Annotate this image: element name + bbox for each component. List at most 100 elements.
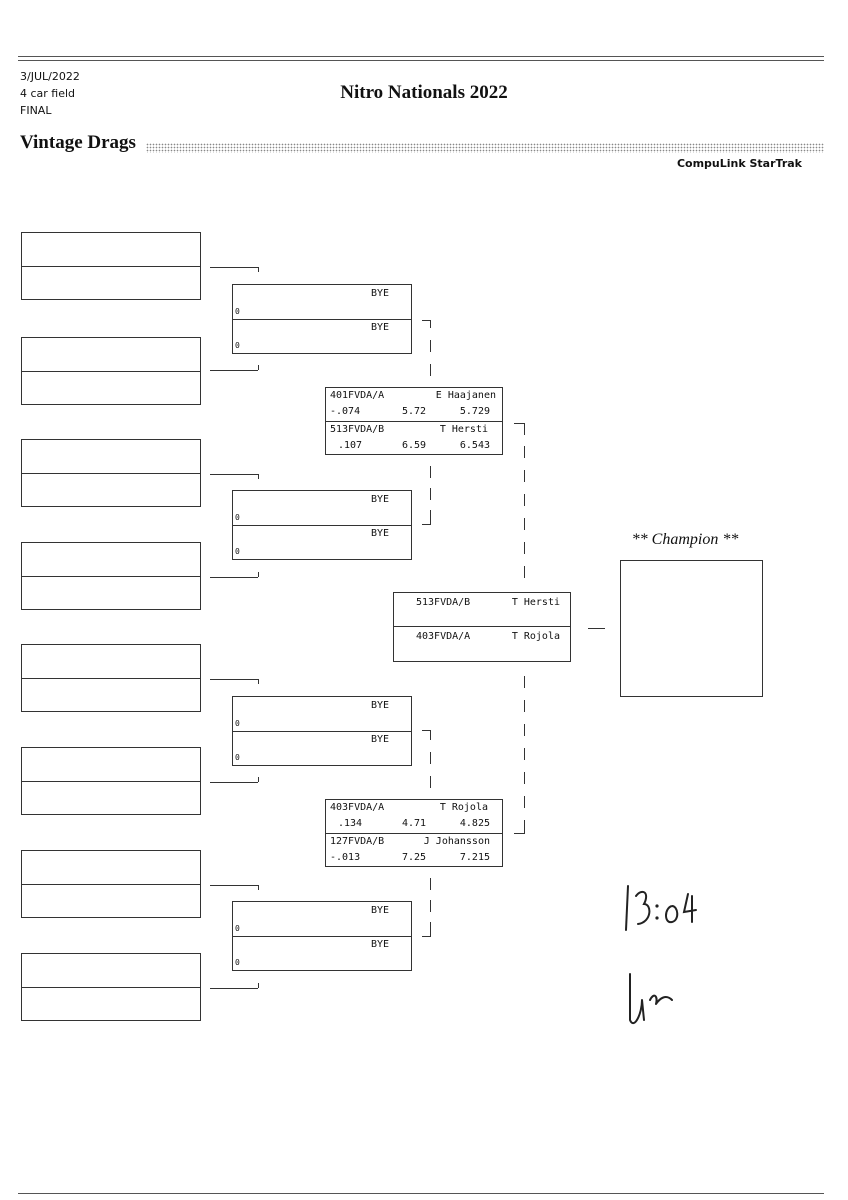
driver-name: T Rojola <box>439 802 488 813</box>
elapsed-time: 7.215 <box>459 852 490 863</box>
reaction-time: .134 <box>338 818 363 829</box>
brand-label: CompuLink StarTrak <box>676 157 802 170</box>
reaction-time: 0 <box>235 341 240 350</box>
connector <box>524 566 525 578</box>
connector <box>258 885 259 890</box>
connector <box>210 267 258 268</box>
connector <box>430 878 431 890</box>
reaction-time: 0 <box>235 753 240 762</box>
connector <box>524 796 525 808</box>
connector <box>430 340 431 352</box>
handwritten-initials <box>629 973 673 1025</box>
driver-name: J Johansson <box>423 836 490 847</box>
event-date: 3/JUL/2022 <box>20 70 80 83</box>
connector <box>514 423 524 424</box>
connector <box>524 748 525 760</box>
class-name: Vintage Drags <box>20 132 136 153</box>
connector <box>258 679 259 684</box>
bye-label: BYE <box>371 905 390 916</box>
car-number: 401FVDA/A <box>330 390 385 401</box>
semifinal-2: 403FVDA/A T Rojola .134 4.71 4.825 127FV… <box>325 799 503 867</box>
connector <box>422 936 431 937</box>
bottom-rule <box>18 1193 824 1194</box>
connector <box>524 676 525 688</box>
car-number: 403FVDA/A <box>416 631 471 642</box>
r1-slot-1 <box>21 232 201 300</box>
bye-label: BYE <box>371 700 390 711</box>
reaction-time: 0 <box>235 547 240 556</box>
connector <box>258 983 259 988</box>
driver-name: T Rojola <box>511 631 560 642</box>
top-rule <box>18 56 824 57</box>
connector <box>210 370 258 371</box>
elapsed-time: 4.825 <box>459 818 490 829</box>
connector <box>430 510 431 524</box>
connector <box>524 518 525 530</box>
r1-slot-6 <box>21 747 201 815</box>
dotted-rule <box>146 143 824 153</box>
r2-match-4: BYE 0 BYE 0 <box>232 901 412 971</box>
connector <box>430 922 431 936</box>
driver-name: E Haajanen <box>435 390 496 401</box>
car-number: 127FVDA/B <box>330 836 385 847</box>
connector <box>524 700 525 712</box>
connector <box>430 900 431 912</box>
connector <box>422 730 430 731</box>
bye-label: BYE <box>371 939 390 950</box>
bye-label: BYE <box>371 734 390 745</box>
final-match: 513FVDA/B T Hersti 403FVDA/A T Rojola <box>393 592 571 662</box>
champion-box <box>620 560 763 697</box>
reaction-time: 0 <box>235 513 240 522</box>
dial-in: 6.59 <box>402 440 427 451</box>
bye-label: BYE <box>371 288 390 299</box>
r2-match-2: BYE 0 BYE 0 <box>232 490 412 560</box>
page-title: Nitro Nationals 2022 <box>340 82 508 103</box>
connector <box>430 776 431 788</box>
reaction-time: .107 <box>338 440 363 451</box>
reaction-time: -.013 <box>330 852 361 863</box>
round-label: FINAL <box>20 104 52 117</box>
connector <box>210 679 258 680</box>
field-size: 4 car field <box>20 87 76 100</box>
connector <box>210 988 258 989</box>
connector <box>524 494 525 506</box>
r2-match-1: BYE 0 BYE 0 <box>232 284 412 354</box>
r2-match-3: BYE 0 BYE 0 <box>232 696 412 766</box>
bye-label: BYE <box>371 528 390 539</box>
connector <box>210 782 258 783</box>
connector <box>422 524 431 525</box>
connector <box>430 320 431 328</box>
connector <box>430 364 431 376</box>
bye-label: BYE <box>371 322 390 333</box>
reaction-time: 0 <box>235 924 240 933</box>
r1-slot-7 <box>21 850 201 918</box>
connector <box>524 724 525 736</box>
connector <box>524 772 525 784</box>
car-number: 513FVDA/B <box>416 597 471 608</box>
connector <box>258 267 259 272</box>
connector <box>524 423 525 435</box>
car-number: 513FVDA/B <box>330 424 385 435</box>
connector <box>210 885 258 886</box>
connector <box>422 320 430 321</box>
elapsed-time: 6.543 <box>459 440 490 451</box>
reaction-time: 0 <box>235 719 240 728</box>
connector <box>588 628 605 629</box>
handwritten-time <box>625 885 697 931</box>
dial-in: 7.25 <box>402 852 427 863</box>
reaction-time: 0 <box>235 307 240 316</box>
connector <box>514 833 525 834</box>
connector <box>258 365 259 370</box>
connector <box>210 577 258 578</box>
dial-in: 4.71 <box>402 818 427 829</box>
driver-name: T Hersti <box>439 424 488 435</box>
r1-slot-5 <box>21 644 201 712</box>
connector <box>210 474 258 475</box>
driver-name: T Hersti <box>511 597 560 608</box>
connector <box>258 474 259 479</box>
elapsed-time: 5.729 <box>459 406 490 417</box>
connector <box>430 752 431 764</box>
dial-in: 5.72 <box>402 406 427 417</box>
car-number: 403FVDA/A <box>330 802 385 813</box>
connector <box>524 820 525 833</box>
